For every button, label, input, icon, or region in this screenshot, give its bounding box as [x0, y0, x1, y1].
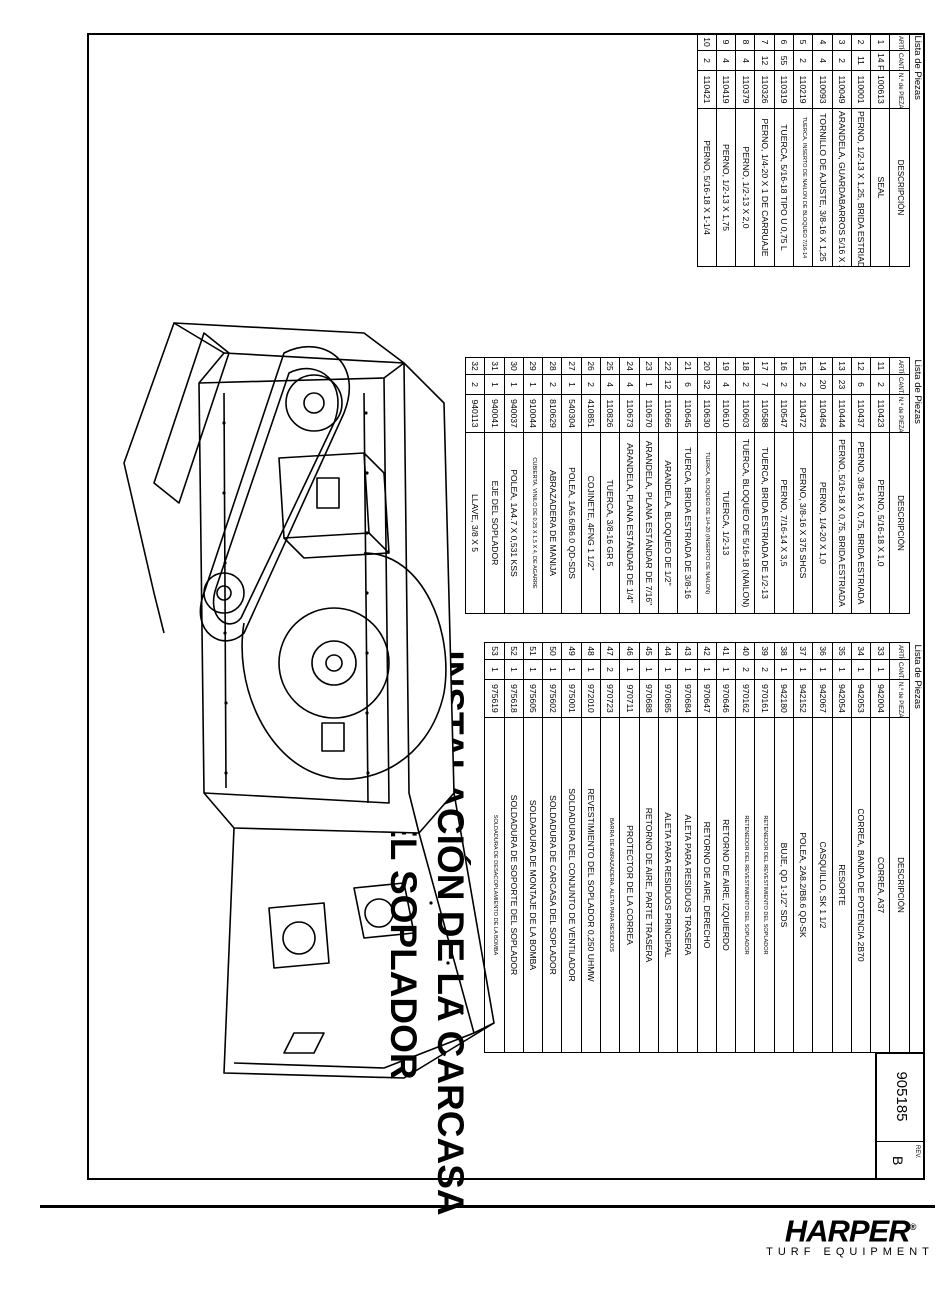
logo-tagline: TURF EQUIPMENT [766, 1246, 934, 1259]
blower-housing-illustration [123, 322, 495, 1079]
logo-brand: HARPER [784, 1213, 911, 1249]
drawing-frame [87, 33, 925, 1180]
rotated-drawing-sheet: 905185 REV. B Lista de Piezas ARTÍCULO C… [86, 33, 924, 1216]
logo-registered: ® [909, 1222, 917, 1232]
footer-rule [40, 1205, 935, 1208]
harper-logo: HARPER® TURF EQUIPMENT [760, 1212, 940, 1258]
